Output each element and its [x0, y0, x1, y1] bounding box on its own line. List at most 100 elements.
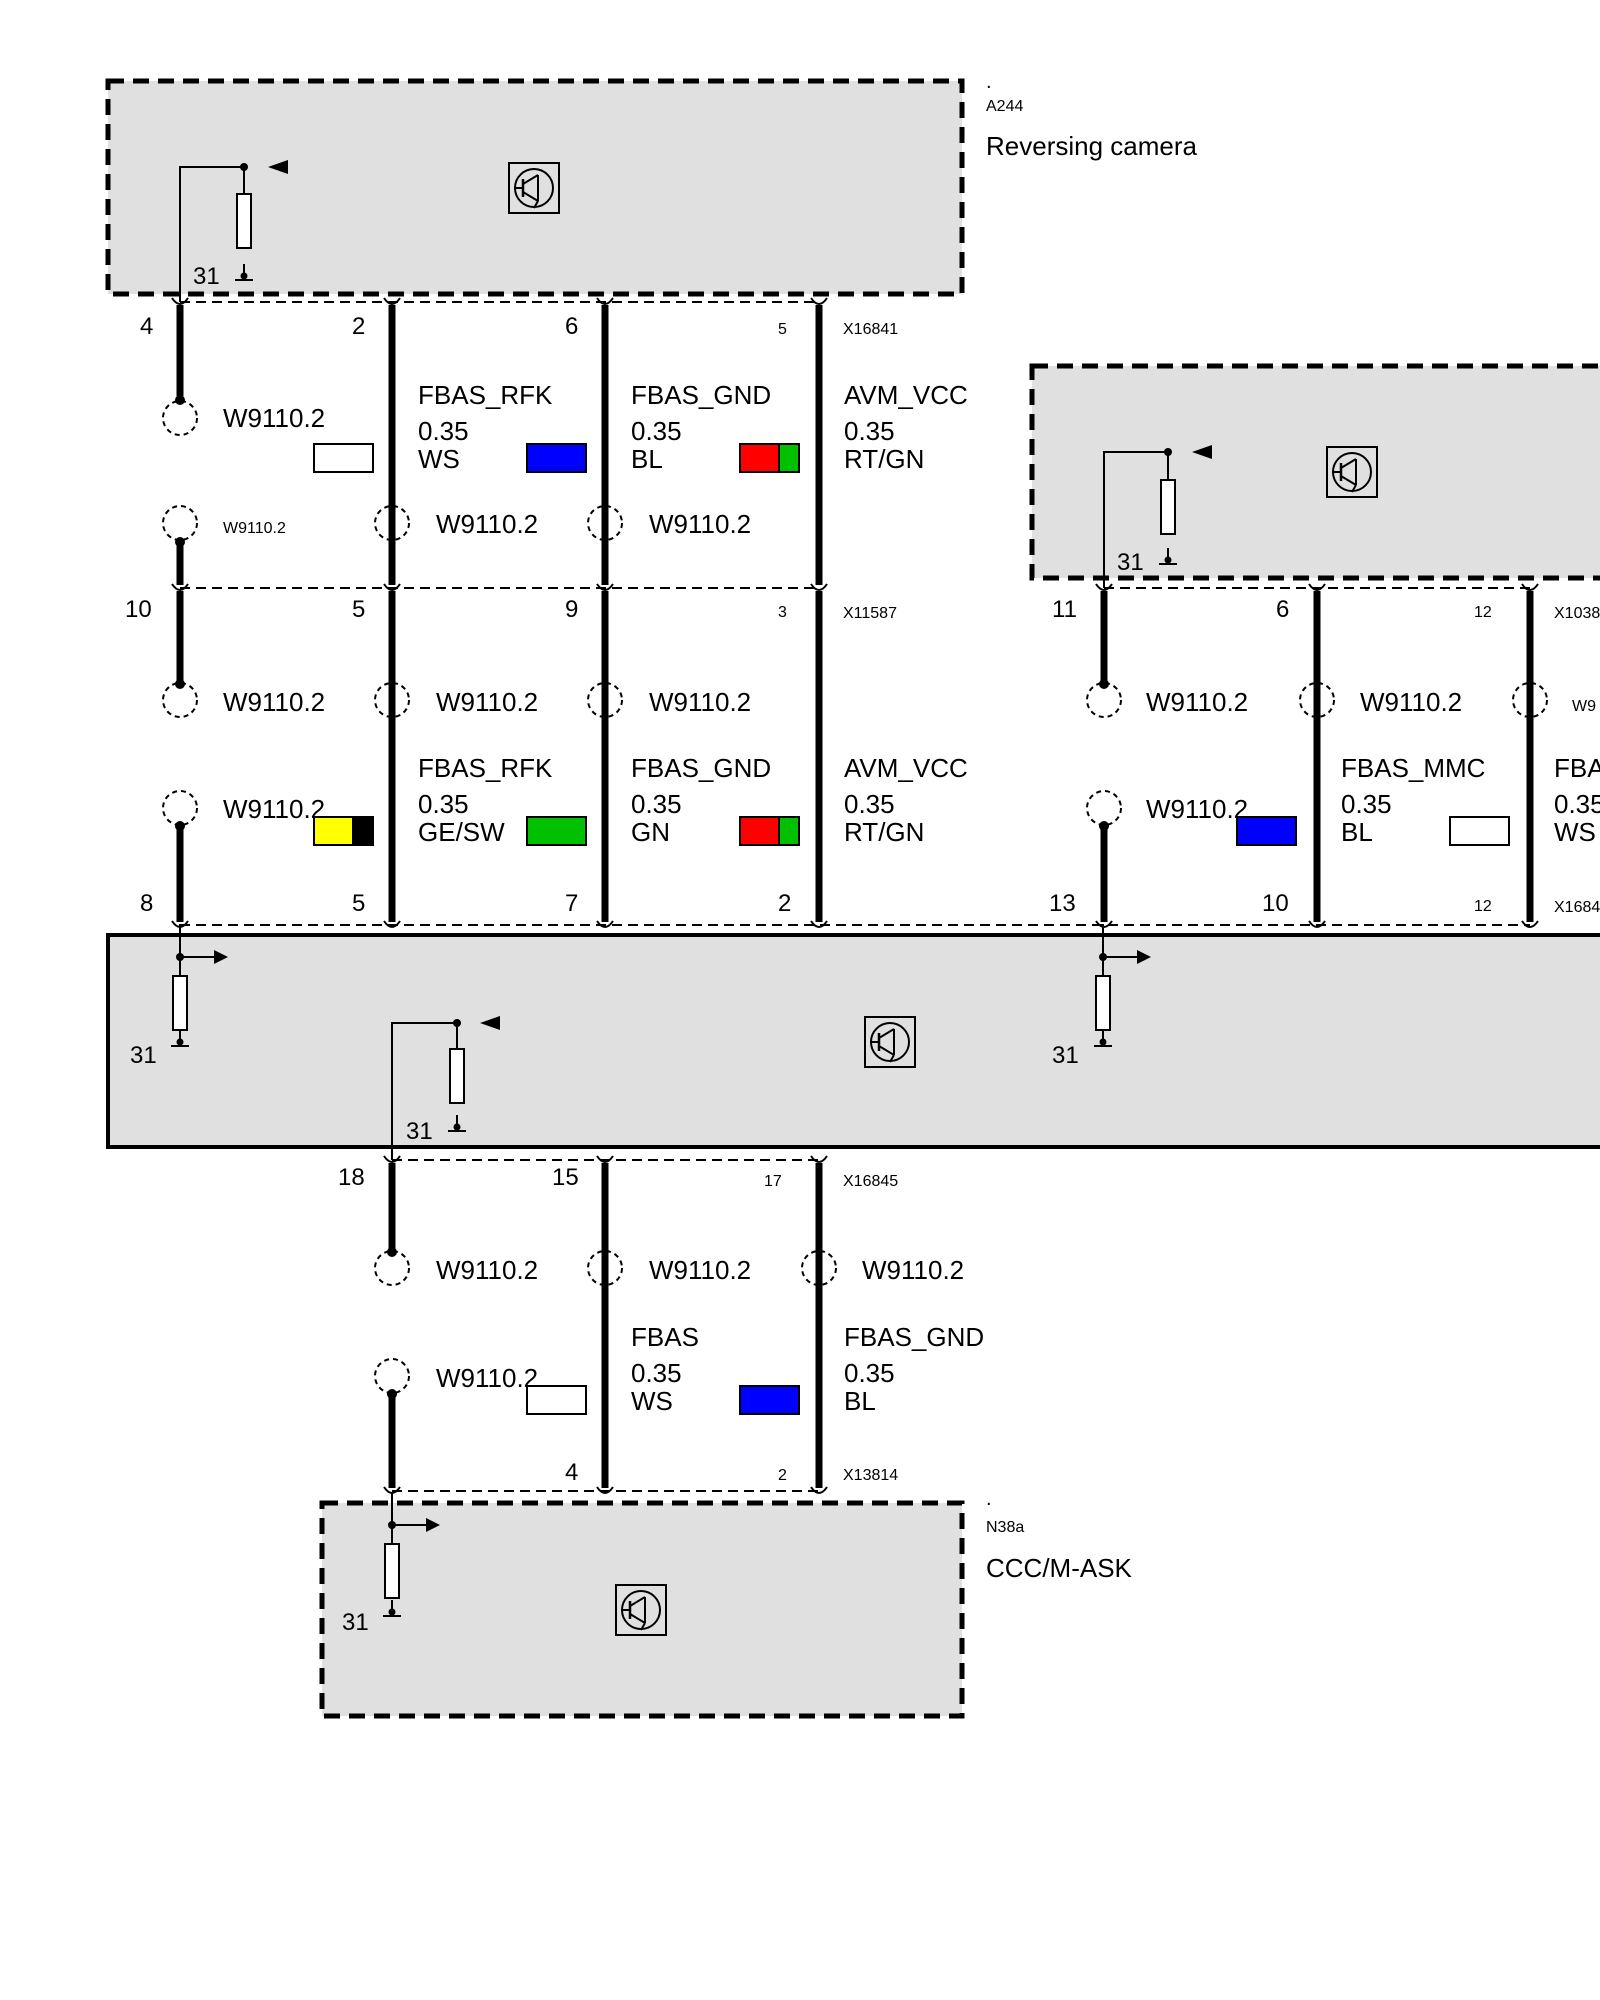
splice-label: W9110.2 [649, 509, 751, 539]
pin-number: 11 [1052, 596, 1077, 623]
camera-code: A244 [986, 98, 1023, 115]
wire-signal: FBAS_GND [844, 1322, 984, 1352]
pin-number: 3 [778, 604, 787, 621]
right-unit-ground-label: 31 [1117, 549, 1144, 576]
connector-id: X1684 [1554, 899, 1600, 916]
pin-number: 10 [1262, 890, 1289, 917]
pin-ticks [171, 297, 1539, 1494]
splice-label: W9 [1572, 698, 1596, 715]
ccc-ground-resistor-icon [382, 1492, 440, 1617]
wire-signal: FBAS [631, 1322, 699, 1352]
pin-number: 2 [778, 1467, 787, 1484]
middle-right-ground-label: 31 [1052, 1042, 1079, 1069]
ccc-dot: . [986, 1488, 992, 1510]
ccc-ground-label: 31 [342, 1609, 369, 1636]
pin-number: 2 [778, 890, 791, 917]
swatch-bl-1 [526, 443, 587, 473]
splice-labels: W9110.2 W9110.2 W9110.2 W9110.2 W9110.2 … [223, 403, 1596, 1393]
wire-signal: AVM_VCC [844, 753, 968, 783]
pin-number: 5 [778, 321, 787, 338]
swatch-rt-1 [739, 443, 780, 473]
splice-label: W9110.2 [223, 520, 286, 537]
wire-size: 0.35 [1341, 789, 1392, 819]
swatch-gn-2 [526, 816, 587, 846]
pin-number: 6 [1276, 596, 1289, 623]
wire-color: GN [631, 817, 670, 847]
connector-id: X13814 [843, 1467, 898, 1484]
wire-signal: FBA [1554, 753, 1600, 783]
wire-signal: FBAS_GND [631, 380, 771, 410]
ccc-chip-icon [614, 1583, 668, 1637]
right-unit-module: 31 [1029, 363, 1600, 588]
wire-color: GE/SW [418, 817, 505, 847]
middle-unit-inner-ground-icon [391, 1016, 500, 1160]
pin-number: 2 [352, 313, 365, 340]
wire-signal: FBAS_GND [631, 753, 771, 783]
swatch-gn-3 [778, 816, 800, 846]
splice-label: W9110.2 [436, 687, 538, 717]
right-unit-chip-icon [1325, 445, 1379, 499]
middle-unit-right-ground-icon [1093, 924, 1151, 1047]
connector-lines [180, 301, 1530, 1492]
swatch-ws-3 [526, 1385, 587, 1415]
camera-ground-resistor-icon [179, 160, 288, 302]
wire-signal: AVM_VCC [844, 380, 968, 410]
pin-number: 9 [565, 596, 578, 623]
pin-number: 17 [764, 1173, 782, 1190]
camera-ground-label: 31 [193, 263, 220, 290]
splice-label: W9110.2 [649, 1255, 751, 1285]
camera-name: Reversing camera [986, 131, 1198, 161]
swatch-rt-2 [739, 816, 780, 846]
middle-unit-left-ground-icon [170, 924, 228, 1047]
swatch-bl-2 [1236, 816, 1297, 846]
wire-signal: FBAS_RFK [418, 380, 553, 410]
splice-label: W9110.2 [436, 1255, 538, 1285]
wire-color: WS [631, 1386, 673, 1416]
middle-unit-module: 31 31 31 [106, 924, 1600, 1160]
splice-label: W9110.2 [436, 509, 538, 539]
wire-signal: FBAS_RFK [418, 753, 553, 783]
splice-label: W9110.2 [649, 687, 751, 717]
camera-chip-icon [507, 161, 561, 215]
wire-color: BL [631, 444, 663, 474]
swatch-ws-2 [1449, 816, 1510, 846]
reversing-camera-module: 31 . A244 Reversing camera [105, 71, 1198, 302]
ccc-name: CCC/M-ASK [986, 1553, 1133, 1583]
middle-left-ground-label: 31 [130, 1042, 157, 1069]
swatch-ws-1 [313, 443, 374, 473]
splice-label: W9110.2 [1360, 687, 1462, 717]
splice-label: W9110.2 [223, 687, 325, 717]
connector-id: X16845 [843, 1173, 898, 1190]
splice-label: W9110.2 [436, 1363, 538, 1393]
splice-label: W9110.2 [1146, 687, 1248, 717]
color-swatches [313, 443, 1510, 1415]
wire-color: RT/GN [844, 817, 924, 847]
swatch-sw-1 [352, 816, 374, 846]
connector-id: X11587 [843, 605, 897, 622]
wires [176, 305, 1534, 1488]
splice-label: W9110.2 [862, 1255, 964, 1285]
pin-numbers: 4 2 6 5 10 5 9 3 11 6 12 8 5 7 2 13 10 1… [125, 313, 1492, 1486]
wire-size: 0.35 [631, 789, 682, 819]
pin-number: 5 [352, 596, 365, 623]
pin-number: 8 [140, 890, 153, 917]
splice-symbols [162, 400, 1548, 1394]
pin-number: 6 [565, 313, 578, 340]
connector-id: X16841 [843, 321, 898, 338]
wire-size: 0.35 [844, 416, 895, 446]
swatch-bl-3 [739, 1385, 800, 1415]
connector-id: X1038 [1554, 605, 1600, 622]
pin-number: 15 [552, 1164, 579, 1191]
middle-unit-chip-icon [863, 1015, 917, 1069]
splice-label: W9110.2 [223, 794, 325, 824]
splice-label: W9110.2 [1146, 794, 1248, 824]
swatch-ge-1 [313, 816, 354, 846]
wire-size: 0.35 [1554, 789, 1600, 819]
ccc-module: 31 . N38a CCC/M-ASK [319, 1488, 1133, 1719]
wire-color: BL [1341, 817, 1373, 847]
wire-color: RT/GN [844, 444, 924, 474]
wire-size: 0.35 [844, 1358, 895, 1388]
pin-number: 12 [1474, 898, 1492, 915]
